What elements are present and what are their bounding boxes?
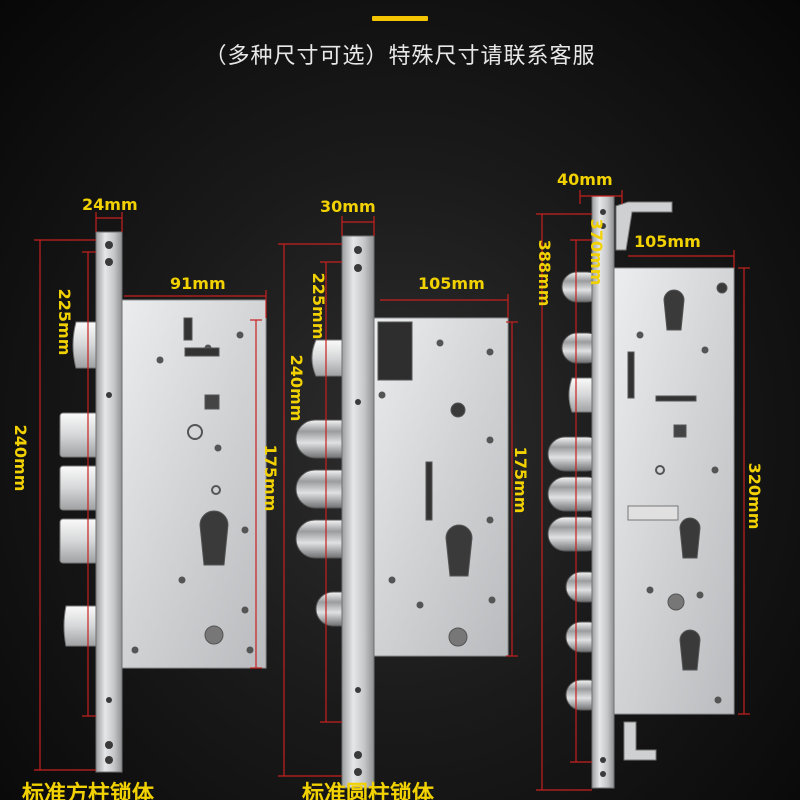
lock1-body-depth: 91mm bbox=[170, 274, 226, 293]
lock1-upper-height: 225mm bbox=[55, 288, 74, 356]
lock3-inner-height: 370mm bbox=[587, 218, 606, 286]
lock1-faceplate bbox=[95, 231, 123, 773]
lock2-upper-height: 225mm bbox=[309, 272, 328, 340]
lock3-faceplate-width: 40mm bbox=[557, 170, 613, 189]
lock-round bbox=[295, 235, 509, 789]
lock1-faceplate-width: 24mm bbox=[82, 195, 138, 214]
lock2-center-height: 175mm bbox=[511, 446, 530, 514]
lock3-body bbox=[607, 267, 735, 715]
lock3-top-hook bbox=[615, 201, 673, 251]
accent-bar bbox=[372, 16, 428, 21]
lock2-body-depth: 105mm bbox=[418, 274, 485, 293]
lock3-outer-height: 388mm bbox=[535, 239, 554, 307]
lock3-body-depth: 105mm bbox=[634, 232, 701, 251]
lock3-body-height: 320mm bbox=[745, 462, 764, 530]
lock2-faceplate bbox=[341, 235, 375, 789]
lock2-faceplate-width: 30mm bbox=[320, 197, 376, 216]
dimension-lines bbox=[34, 190, 750, 791]
lock-square bbox=[59, 231, 267, 773]
lock2-caption: 标准圆柱锁体 bbox=[302, 782, 435, 800]
lock2-total-height: 240mm bbox=[287, 354, 306, 422]
lock1-body bbox=[107, 299, 267, 669]
lock1-center-height: 175mm bbox=[261, 444, 280, 512]
lock1-caption: 标准方柱锁体 bbox=[22, 782, 155, 800]
lock1-total-height: 240mm bbox=[11, 424, 30, 492]
lock3-bottom-hook bbox=[623, 721, 657, 761]
subtitle: （多种尺寸可选）特殊尺寸请联系客服 bbox=[204, 44, 596, 69]
lock2-latch bbox=[311, 339, 345, 377]
